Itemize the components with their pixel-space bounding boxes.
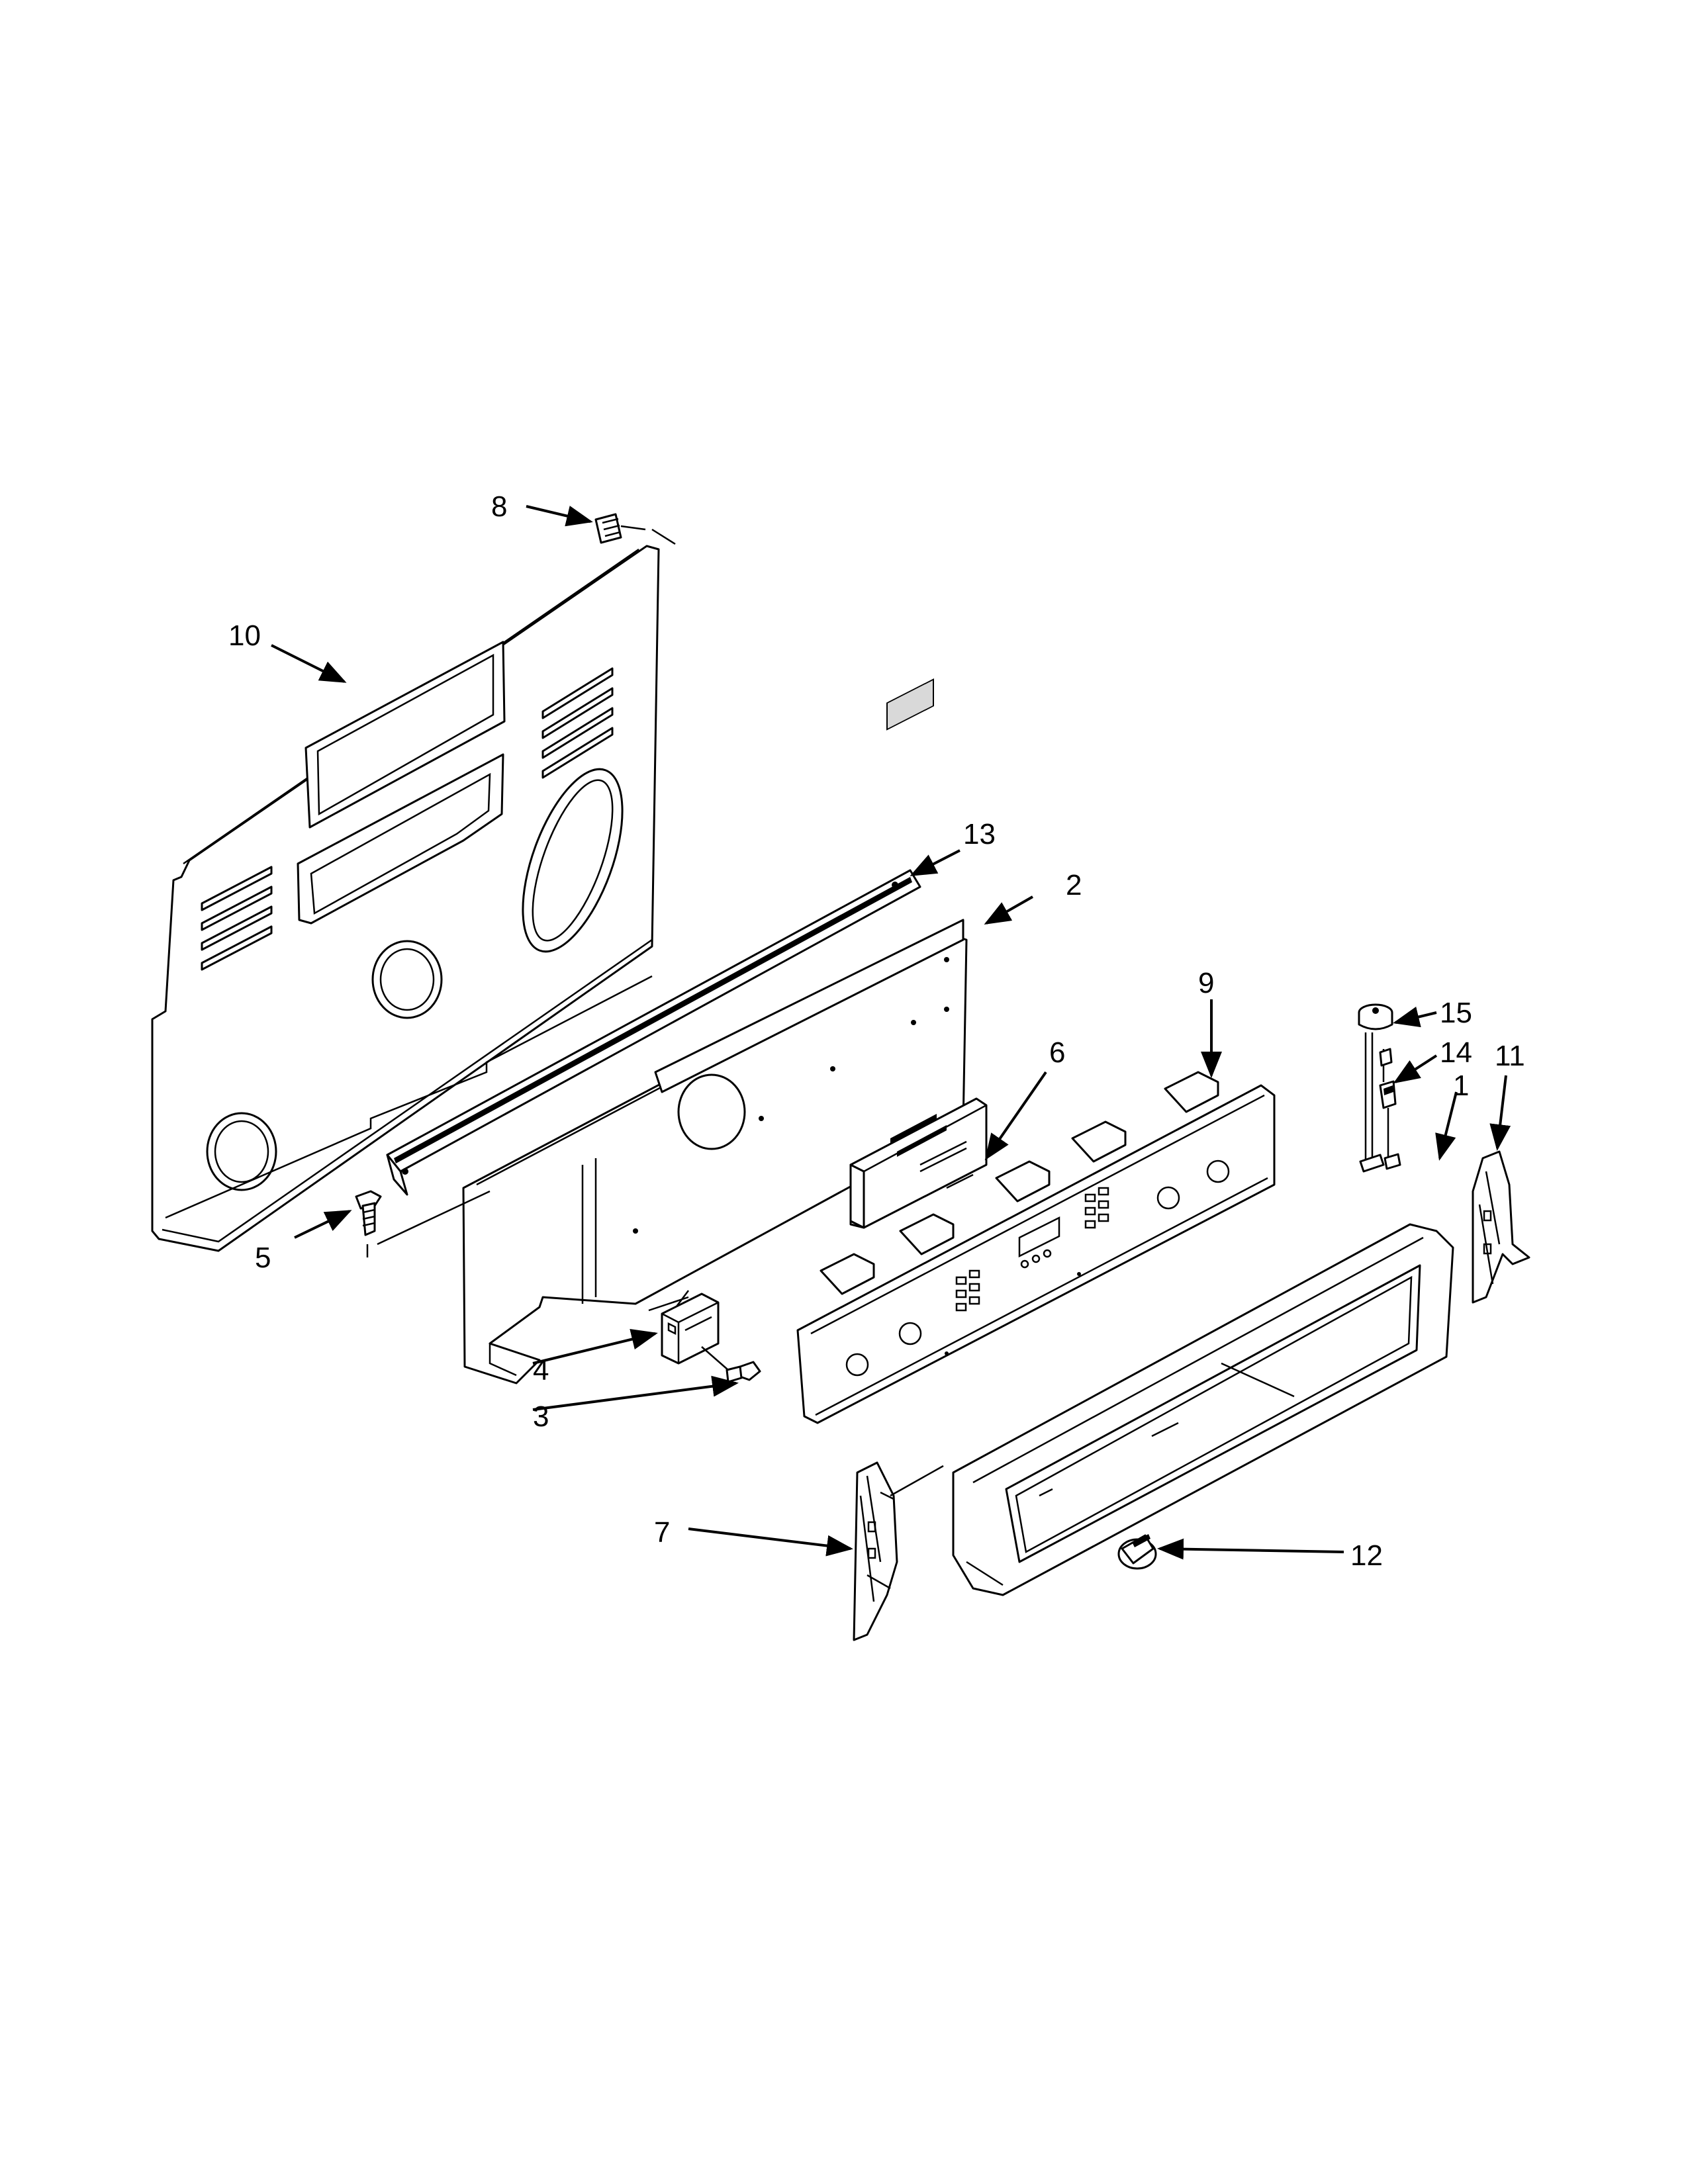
leader-6 [984,1071,1047,1161]
callout-4: 4 [533,1354,549,1387]
end-cap-part-11 [1472,1150,1530,1304]
callout-1: 1 [1453,1069,1469,1102]
callout-7: 7 [654,1516,670,1549]
sensor-part-15 [1358,1003,1393,1173]
bracket-part-13 [386,869,921,1196]
knob-part-12 [1117,1534,1157,1570]
leader-15 [1393,1006,1437,1028]
callout-8: 8 [491,490,507,523]
end-cap-part-7 [853,1461,944,1641]
button-grid-left [955,1269,980,1312]
leader-7 [688,1527,853,1557]
louvers-upper [541,667,614,779]
leader-10 [271,644,347,683]
callout-6: 6 [1049,1036,1065,1069]
front-frame-part-1 [952,1223,1454,1596]
leader-12 [1157,1538,1344,1560]
rear-panel-part-10 [151,545,660,1252]
leader-arrows [271,505,1511,1560]
louvers-left [201,866,273,971]
shaft-part-3 [701,1346,761,1383]
callout-12: 12 [1350,1539,1383,1572]
leader-14 [1393,1054,1438,1084]
callout-5: 5 [255,1242,271,1274]
display-window [1018,1216,1060,1269]
control-board-part-6 [849,678,988,1229]
callout-9: 9 [1198,967,1214,999]
leader-8 [526,505,593,527]
screw-part-5 [355,1190,491,1257]
callout-13: 13 [963,818,996,850]
connector-part-14 [1379,1048,1401,1170]
callout-15: 15 [1440,997,1472,1029]
mounting-panel-part-2 [462,919,968,1385]
callout-10: 10 [228,619,261,652]
leader-13 [910,849,961,876]
switch-part-4 [661,1293,720,1365]
leader-11 [1489,1075,1511,1151]
control-panel-part-9 [796,1071,1276,1424]
leader-1 [1435,1091,1458,1161]
callout-3: 3 [533,1400,549,1433]
callout-labels: 8 10 13 2 6 9 15 14 1 11 5 4 3 7 12 [228,490,1525,1572]
callout-14: 14 [1440,1036,1472,1069]
leader-3 [532,1375,739,1411]
button-grid-right [1084,1187,1109,1229]
leader-4 [532,1328,658,1365]
screw-part-8 [594,513,676,545]
callout-11: 11 [1495,1040,1525,1072]
leader-5 [294,1210,352,1239]
leader-2 [984,895,1033,925]
callout-2: 2 [1066,869,1082,901]
